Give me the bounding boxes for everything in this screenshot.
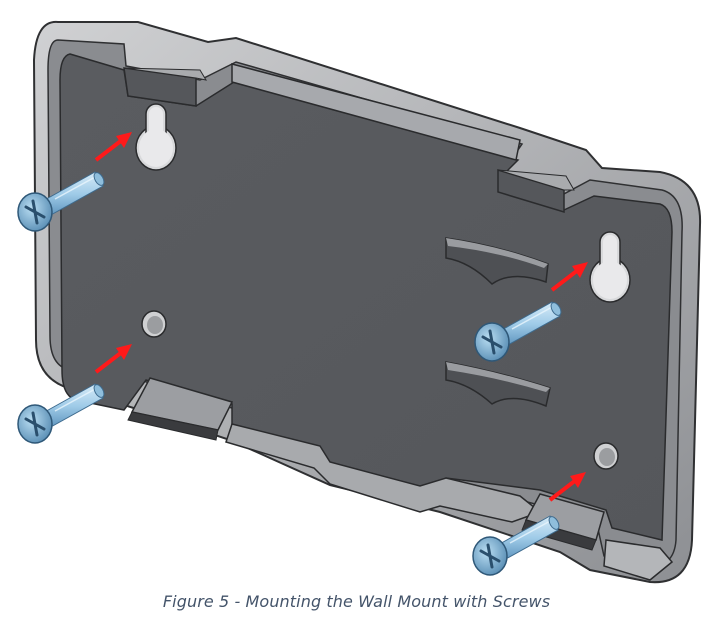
keyhole-slot-right [589,231,631,303]
arrow-icon [94,132,132,162]
bottom-ridge [225,423,542,523]
screw-icon [16,381,108,445]
wall-mount-diagram [16,20,702,584]
bottom-tab-left [127,377,234,441]
top-tab-right [497,168,575,214]
arrow-icon [94,344,132,374]
arrows [94,132,588,502]
figure-caption: Figure 5 - Mounting the Wall Mount with … [162,592,551,611]
upper-clip [445,237,549,285]
wall-mount-plate [32,20,702,584]
keyhole-slot-upper-left [135,103,177,171]
top-ridge [231,63,521,161]
arrow-icon [548,472,586,502]
lower-clip [445,361,551,408]
round-hole-left [141,310,167,338]
top-tab-left [123,67,208,107]
bottom-right-corner [603,539,674,581]
arrow-icon [550,262,588,292]
round-hole-right [593,442,619,470]
